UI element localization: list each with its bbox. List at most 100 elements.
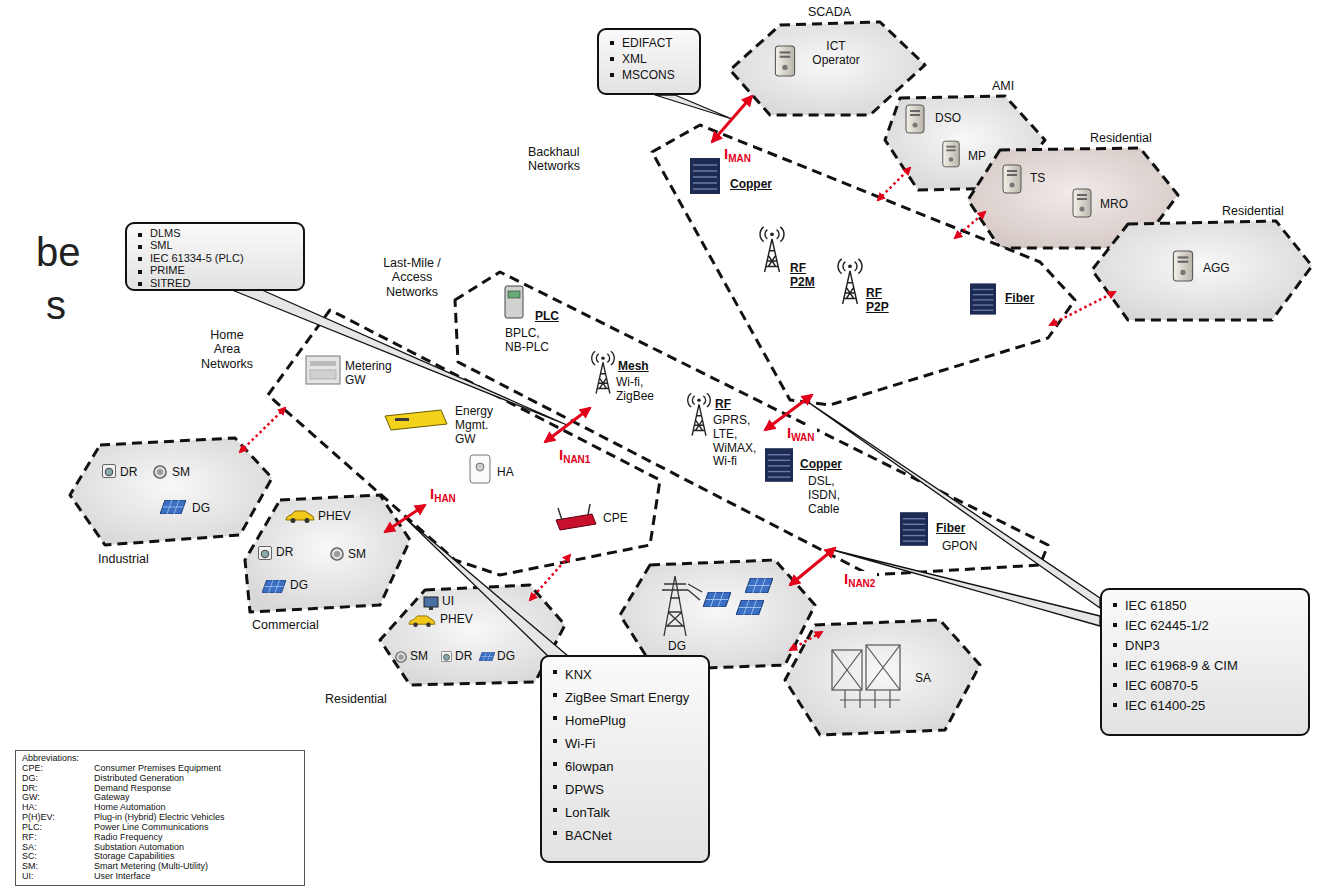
region-label: DR (276, 546, 293, 560)
region-label: Mesh (618, 360, 649, 374)
abbreviation-entry: CPE: (22, 764, 94, 774)
abbreviation-entry: GW: (22, 793, 94, 803)
region-label: Fiber (936, 522, 965, 536)
callout-box: IEC 61850IEC 62445-1/2DNP3IEC 61968-9 & … (1100, 588, 1310, 736)
abbreviation-entry: Distributed Generation (94, 774, 298, 784)
region-label: UI (442, 595, 454, 609)
hexagon-region: ResidentialAGG (1088, 217, 1316, 324)
region-label: RF P2M (790, 262, 824, 290)
interface-label: INAN1 (557, 447, 592, 465)
region-label: DR (120, 466, 137, 480)
slide-text-fragment: s (46, 283, 66, 328)
abbreviation-entry: Gateway (94, 793, 298, 803)
hexagon-border (245, 495, 410, 612)
region-label: Residential (325, 692, 387, 706)
region-label: SM (172, 466, 190, 480)
abbreviation-entry: Demand Response (94, 784, 298, 794)
abbreviation-entry: Substation Automation (94, 843, 298, 853)
interface-label: IWAN (785, 425, 817, 443)
region-label: PHEV (440, 613, 473, 627)
region-label: RF (715, 398, 731, 412)
protocol-item: ZigBee Smart Energy (552, 686, 700, 709)
protocol-item: IEC 61400-25 (1112, 696, 1300, 716)
abbreviation-entry: PLC: (22, 823, 94, 833)
hexagon-border (785, 620, 980, 735)
dotted-interface-arrow (240, 408, 285, 452)
region-label: AGG (1203, 262, 1230, 276)
region-label: HA (497, 466, 514, 480)
region-label: Residential (1222, 204, 1284, 218)
region-label: DG (192, 502, 210, 516)
region-label: Home Area Networks (196, 328, 258, 371)
abbreviation-entry: SC: (22, 852, 94, 862)
hexagon-region: DRSMDGIndustrial (66, 434, 276, 549)
protocol-item: HomePlug (552, 709, 700, 732)
interface-subscript: WAN (791, 432, 814, 443)
abbreviation-entry: Plug-in (Hybrid) Electric Vehicles (94, 813, 298, 823)
abbreviation-entry: Home Automation (94, 803, 298, 813)
region-label: Fiber (1005, 292, 1034, 306)
hexagon-border (380, 585, 565, 685)
region-label: Wi-fi, ZigBee (616, 376, 661, 404)
region-label: SM (410, 650, 428, 664)
region-label: PHEV (318, 510, 351, 524)
region-label: DG (290, 579, 308, 593)
hexagon-region: AMIDSOMP (881, 92, 1049, 194)
protocol-item: DPWS (552, 778, 700, 801)
region-label: Metering GW (345, 360, 401, 388)
region-label: PLC (535, 310, 559, 324)
region-label: DSO (935, 112, 961, 126)
protocol-item: SITRED (137, 277, 295, 289)
abbreviation-entry: SM: (22, 862, 94, 872)
callout-box: KNXZigBee Smart EnergyHomePlugWi-Fi6lowp… (540, 655, 710, 863)
svg-polygon (655, 95, 732, 119)
region-label: Residential (1090, 131, 1152, 145)
region-label: Energy Mgmt. GW (455, 405, 503, 446)
protocol-item: EDIFACT (609, 35, 691, 51)
region-label: DR (455, 650, 472, 664)
region-label: GPRS, LTE, WiMAX, Wi-fi (713, 414, 761, 469)
protocol-item: IEC 62445-1/2 (1112, 616, 1300, 636)
protocol-item: Wi-Fi (552, 732, 700, 755)
slide-text-fragment: be (36, 230, 81, 275)
hexagon-border (730, 22, 925, 115)
region-label: Backhaul Networks (528, 145, 592, 174)
hexagon-region: Home Area NetworksMetering GWEnergy Mgmt… (264, 306, 664, 579)
interface-subscript: NAN2 (848, 578, 875, 589)
region-label: SM (348, 548, 366, 562)
hexagon-region: ResidentialTSMRO (964, 144, 1182, 252)
abbreviation-entry: DG: (22, 774, 94, 784)
abbreviation-entry: Radio Frequency (94, 833, 298, 843)
protocol-item: IEC 61334-5 (PLC) (137, 252, 295, 264)
abbreviation-entry: Smart Metering (Multi-Utility) (94, 862, 298, 872)
region-label: Copper (800, 458, 842, 472)
region-label: TS (1030, 172, 1045, 186)
protocol-item: SML (137, 239, 295, 251)
region-label: DSL, ISDN, Cable (808, 475, 848, 516)
hexagon-region: Last-Mile / Access NetworksPLCBPLC, NB-P… (451, 268, 1052, 579)
hexagon-region: SA (781, 616, 984, 739)
callout-box: DLMSSMLIEC 61334-5 (PLC)PRIMESITRED (125, 222, 305, 291)
protocol-item: PRIME (137, 264, 295, 276)
interface-label: IHAN (428, 486, 458, 504)
hexagon-outline (881, 92, 1049, 194)
hexagon-outline (66, 434, 276, 549)
region-label: Commercial (252, 618, 319, 632)
hexagon-region: Backhaul NetworksCopperRF P2MRF P2PFiber (648, 121, 1079, 409)
hexagon-region: PHEVDRSMDGCommercial (241, 491, 414, 616)
abbreviation-entry: RF: (22, 833, 94, 843)
region-label: Industrial (98, 552, 149, 566)
protocol-item: IEC 61968-9 & CIM (1112, 656, 1300, 676)
abbreviation-box: Abbreviations:CPE:Consumer Premises Equi… (15, 750, 305, 886)
hexagon-border (652, 125, 1075, 405)
protocol-item: 6lowpan (552, 755, 700, 778)
region-label: BPLC, NB-PLC (505, 327, 555, 355)
hexagon-border (620, 560, 815, 670)
interface-subscript: MAN (728, 153, 751, 164)
protocol-item: DLMS (137, 227, 295, 239)
region-label: MRO (1100, 198, 1128, 212)
protocol-item: DNP3 (1112, 636, 1300, 656)
region-label: DG (668, 640, 686, 654)
interface-label: IMAN (722, 146, 753, 164)
